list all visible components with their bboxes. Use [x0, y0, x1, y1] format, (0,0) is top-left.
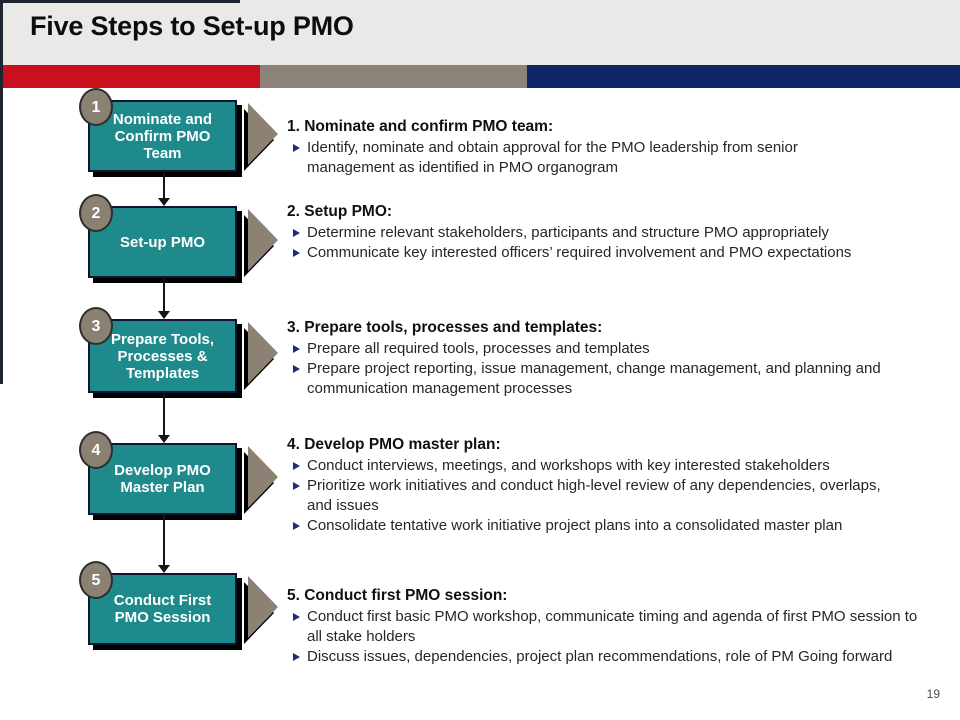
page-title: Five Steps to Set-up PMO: [30, 11, 354, 41]
step-number: 5: [91, 571, 101, 589]
step-number-badge: 4: [79, 431, 113, 469]
bullet-item: Communicate key interested officers’ req…: [284, 243, 932, 263]
step-number-badge: 2: [79, 194, 113, 232]
page-number: 19: [926, 687, 940, 701]
step-number-badge: 5: [79, 561, 113, 599]
bullet-arrow-icon: [293, 653, 300, 661]
top-edge-line: [0, 0, 240, 3]
flow-box-2: 2 Set-up PMO: [79, 194, 237, 278]
bullet-item: Conduct interviews, meetings, and worksh…: [284, 456, 932, 476]
bullet-arrow-icon: [293, 345, 300, 353]
slide-header: Five Steps to Set-up PMO: [0, 0, 960, 65]
flow-box-label: Nominate and Confirm PMO Team: [112, 110, 213, 162]
right-arrow-icon: [244, 103, 282, 175]
bullet-item: Prioritize work initiatives and conduct …: [284, 476, 932, 516]
bullet-list: Determine relevant stakeholders, partici…: [284, 223, 932, 263]
bullet-item: Discuss issues, dependencies, project pl…: [284, 647, 932, 667]
bullet-item: Consolidate tentative work initiative pr…: [284, 516, 932, 536]
bullet-text: Conduct interviews, meetings, and worksh…: [307, 457, 830, 474]
bullet-list: Conduct first basic PMO workshop, commun…: [284, 607, 932, 667]
step-heading: 3. Prepare tools, processes and template…: [287, 319, 603, 336]
right-arrow-icon: [244, 322, 282, 394]
step-number: 4: [91, 441, 101, 459]
bullet-list: Identify, nominate and obtain approval f…: [284, 138, 932, 178]
bullet-item: Prepare all required tools, processes an…: [284, 339, 932, 359]
left-edge-line: [0, 0, 3, 384]
right-arrow-icon: [244, 446, 282, 518]
step-description-5: 5. Conduct first PMO session: Conduct fi…: [284, 585, 932, 667]
step-number: 3: [91, 317, 101, 335]
step-number-badge: 3: [79, 307, 113, 345]
step-description-1: 1. Nominate and confirm PMO team: Identi…: [284, 116, 932, 178]
bullet-arrow-icon: [293, 229, 300, 237]
down-connector-arrow-icon: [154, 172, 174, 206]
bullet-text: Identify, nominate and obtain approval f…: [307, 139, 798, 176]
bullet-arrow-icon: [293, 462, 300, 470]
bullet-arrow-icon: [293, 522, 300, 530]
step-heading: 4. Develop PMO master plan:: [287, 436, 501, 453]
flow-box-label: Prepare Tools, Processes & Templates: [110, 330, 215, 382]
step-heading: 2. Setup PMO:: [287, 203, 393, 220]
flow-box-4: 4 Develop PMO Master Plan: [79, 431, 237, 515]
step-number: 2: [91, 204, 101, 222]
flow-box-5: 5 Conduct First PMO Session: [79, 561, 237, 645]
down-connector-arrow-icon: [154, 393, 174, 443]
bullet-text: Prepare all required tools, processes an…: [307, 340, 650, 357]
bullet-text: Consolidate tentative work initiative pr…: [307, 517, 843, 534]
bullet-list: Conduct interviews, meetings, and worksh…: [284, 456, 932, 536]
bullet-arrow-icon: [293, 365, 300, 373]
right-arrow-icon: [244, 209, 282, 281]
step-description-3: 3. Prepare tools, processes and template…: [284, 317, 932, 399]
step-description-4: 4. Develop PMO master plan: Conduct inte…: [284, 434, 932, 536]
step-number-badge: 1: [79, 88, 113, 126]
bullet-item: Conduct first basic PMO workshop, commun…: [284, 607, 932, 647]
bullet-arrow-icon: [293, 613, 300, 621]
bullet-text: Communicate key interested officers’ req…: [307, 244, 852, 261]
flow-box-3: 3 Prepare Tools, Processes & Templates: [79, 307, 237, 393]
accent-bar-red: [0, 65, 260, 88]
accent-bar-taupe: [260, 65, 527, 88]
flow-box-1: 1 Nominate and Confirm PMO Team: [79, 88, 237, 172]
bullet-item: Prepare project reporting, issue managem…: [284, 359, 932, 399]
bullet-arrow-icon: [293, 144, 300, 152]
bullet-text: Prioritize work initiatives and conduct …: [307, 477, 881, 514]
down-connector-arrow-icon: [154, 278, 174, 319]
flow-box-label: Conduct First PMO Session: [113, 592, 212, 626]
flow-box-label: Develop PMO Master Plan: [114, 462, 211, 496]
down-connector-arrow-icon: [154, 515, 174, 573]
bullet-item: Determine relevant stakeholders, partici…: [284, 223, 932, 243]
flow-box-label: Set-up PMO: [120, 233, 205, 251]
right-arrow-icon: [244, 576, 282, 648]
bullet-text: Prepare project reporting, issue managem…: [307, 360, 881, 397]
accent-bar-navy: [527, 65, 960, 88]
bullet-text: Conduct first basic PMO workshop, commun…: [307, 608, 918, 645]
bullet-arrow-icon: [293, 482, 300, 490]
bullet-text: Determine relevant stakeholders, partici…: [307, 224, 829, 241]
step-heading: 5. Conduct first PMO session:: [287, 587, 508, 604]
step-number: 1: [91, 98, 101, 116]
bullet-item: Identify, nominate and obtain approval f…: [284, 138, 932, 178]
bullet-arrow-icon: [293, 249, 300, 257]
step-heading: 1. Nominate and confirm PMO team:: [287, 118, 554, 135]
bullet-text: Discuss issues, dependencies, project pl…: [307, 648, 893, 665]
step-description-2: 2. Setup PMO: Determine relevant stakeho…: [284, 201, 932, 263]
bullet-list: Prepare all required tools, processes an…: [284, 339, 932, 399]
